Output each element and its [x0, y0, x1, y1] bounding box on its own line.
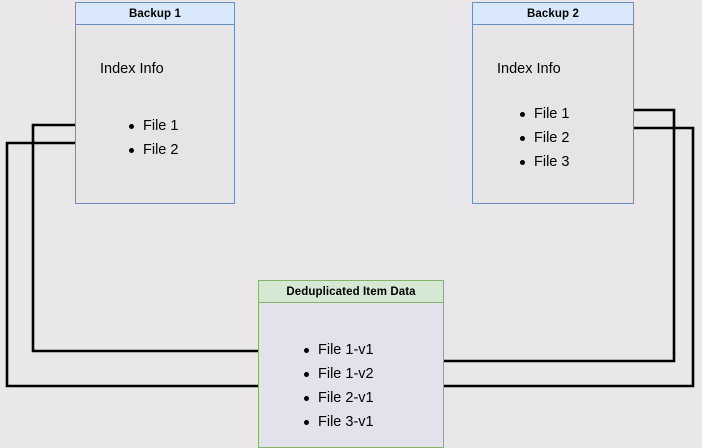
- list-item: File 2-v1: [301, 386, 374, 410]
- node-backup2-header: Backup 2: [473, 3, 633, 25]
- node-backup1-file-list: File 1 File 2: [126, 114, 178, 162]
- node-backup2[interactable]: Backup 2 Index Info File 1 File 2 File 3: [472, 2, 634, 204]
- list-item: File 3-v1: [301, 410, 374, 434]
- list-item: File 1: [517, 102, 569, 126]
- node-dedup-file-list: File 1-v1 File 1-v2 File 2-v1 File 3-v1: [301, 338, 374, 434]
- list-item: File 2: [126, 138, 178, 162]
- node-dedup-header: Deduplicated Item Data: [259, 281, 443, 303]
- list-item: File 1: [126, 114, 178, 138]
- node-backup1-index-label: Index Info: [100, 61, 164, 77]
- list-item: File 2: [517, 126, 569, 150]
- list-item: File 1-v1: [301, 338, 374, 362]
- node-backup1-header: Backup 1: [76, 3, 234, 25]
- list-item: File 3: [517, 150, 569, 174]
- node-backup1[interactable]: Backup 1 Index Info File 1 File 2: [75, 2, 235, 204]
- node-backup2-index-label: Index Info: [497, 61, 561, 77]
- node-deduplicated-item-data[interactable]: Deduplicated Item Data File 1-v1 File 1-…: [258, 280, 444, 448]
- list-item: File 1-v2: [301, 362, 374, 386]
- node-backup2-file-list: File 1 File 2 File 3: [517, 102, 569, 174]
